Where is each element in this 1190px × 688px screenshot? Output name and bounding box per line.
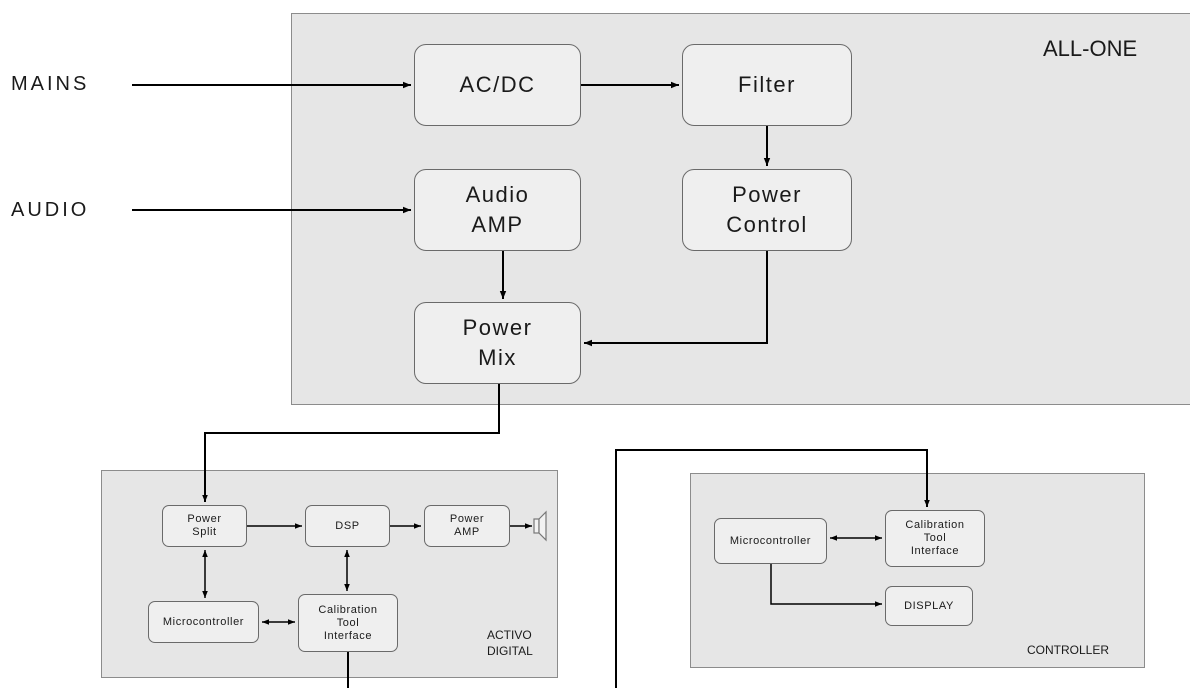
power-amp-block: Power AMP <box>424 505 510 547</box>
external-wire-to-controller-calibration <box>615 449 930 688</box>
display-block: DISPLAY <box>885 586 973 626</box>
mains-input-label: MAINS <box>11 73 90 95</box>
filter-block: Filter <box>682 44 852 126</box>
power-mix-block: Power Mix <box>414 302 581 384</box>
audio-input-label: AUDIO <box>11 199 90 221</box>
power-mix-to-power-split-wire <box>202 384 500 502</box>
all-one-title: ALL-ONE <box>1043 36 1138 61</box>
power-control-block: Power Control <box>682 169 852 251</box>
activo-digital-title: ACTIVO DIGITAL <box>487 628 533 658</box>
controller-calibration-tool-interface-block: Calibration Tool Interface <box>885 510 985 567</box>
microcontroller-block: Microcontroller <box>148 601 259 643</box>
microcontroller-to-display-wire <box>770 564 882 607</box>
acdc-block: AC/DC <box>414 44 581 126</box>
dsp-block: DSP <box>305 505 390 547</box>
power-control-to-power-mix-wire <box>584 251 768 347</box>
calibration-tool-interface-block: Calibration Tool Interface <box>298 594 398 652</box>
controller-microcontroller-block: Microcontroller <box>714 518 827 564</box>
power-split-block: Power Split <box>162 505 247 547</box>
speaker-icon <box>533 510 547 542</box>
controller-title: CONTROLLER <box>1027 643 1110 657</box>
audio-amp-block: Audio AMP <box>414 169 581 251</box>
controller-panel <box>690 473 1145 668</box>
